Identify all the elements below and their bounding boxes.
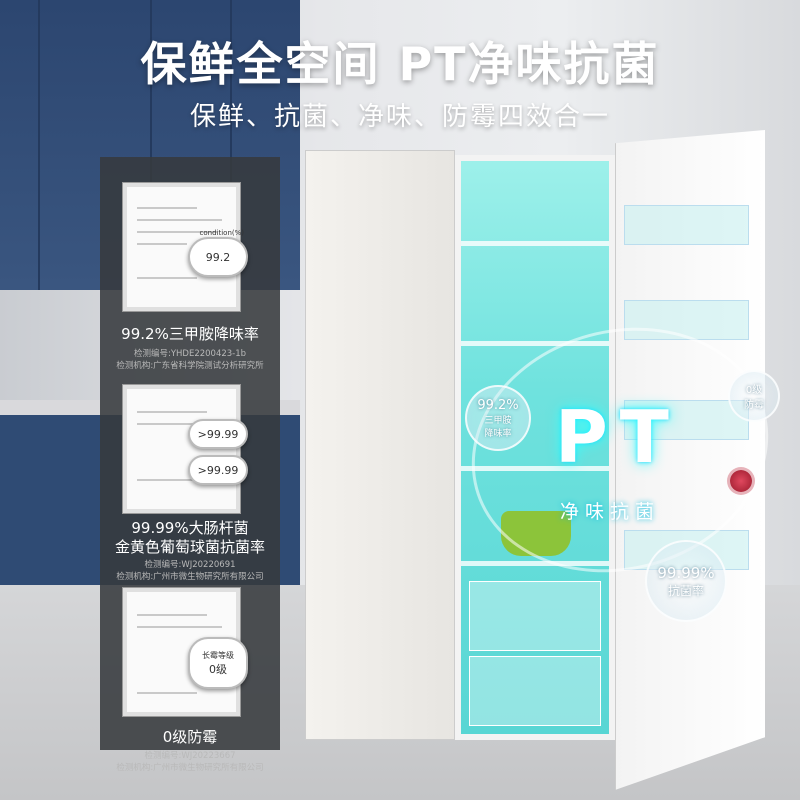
magnifier-value-2: >99.99 [188,455,248,485]
fruit-drawer [469,581,601,651]
test-agency: 检测机构:广东省科学院测试分析研究所 [116,361,264,371]
fridge-right-door-open [615,130,765,790]
test-agency: 检测机构:广州市微生物研究所有限公司 [116,763,264,773]
pt-logo: PT [555,395,681,479]
fridge-left-door [305,150,455,740]
magnifier-value: >99.99 [188,419,248,449]
badge-mold: 0级 防霉 [728,370,780,422]
magnifier-label: condition(%) [199,229,244,237]
report-number: 检测编号:YHDE2200423-1b [133,349,247,359]
certificate-title-line1: 99.99%大肠杆菌 [131,519,249,537]
certificate-deodor: 99.2 condition(%) [123,183,248,311]
fridge-interior [455,155,615,740]
certificate-title-line2: 金黄色葡萄球菌抗菌率 [114,538,265,556]
magnifier-value: 99.2 [188,237,248,277]
certificate-title: 0级防霉 [162,728,218,746]
green-pot [501,511,571,556]
certificate-antibacterial: >99.99 >99.99 [123,385,248,513]
badge-deodor: 99.2% 三甲胺 降味率 [465,385,531,451]
germ-icon [730,470,752,492]
test-agency: 检测机构:广州市微生物研究所有限公司 [116,572,264,582]
pt-logo-subtitle: 净味抗菌 [560,501,661,523]
badge-antibacterial: 99.99% 抗菌率 [645,540,727,622]
page-subtitle: 保鲜、抗菌、净味、防霉四效合一 [189,102,610,132]
page-title: 保鲜全空间 PT净味抗菌 [140,37,660,91]
report-number: 检测编号:WJ20223667 [144,751,236,761]
report-number: 检测编号:WJ20220691 [144,560,236,570]
vegetable-drawer [469,656,601,726]
certificate-title: 99.2%三甲胺降味率 [121,325,259,343]
